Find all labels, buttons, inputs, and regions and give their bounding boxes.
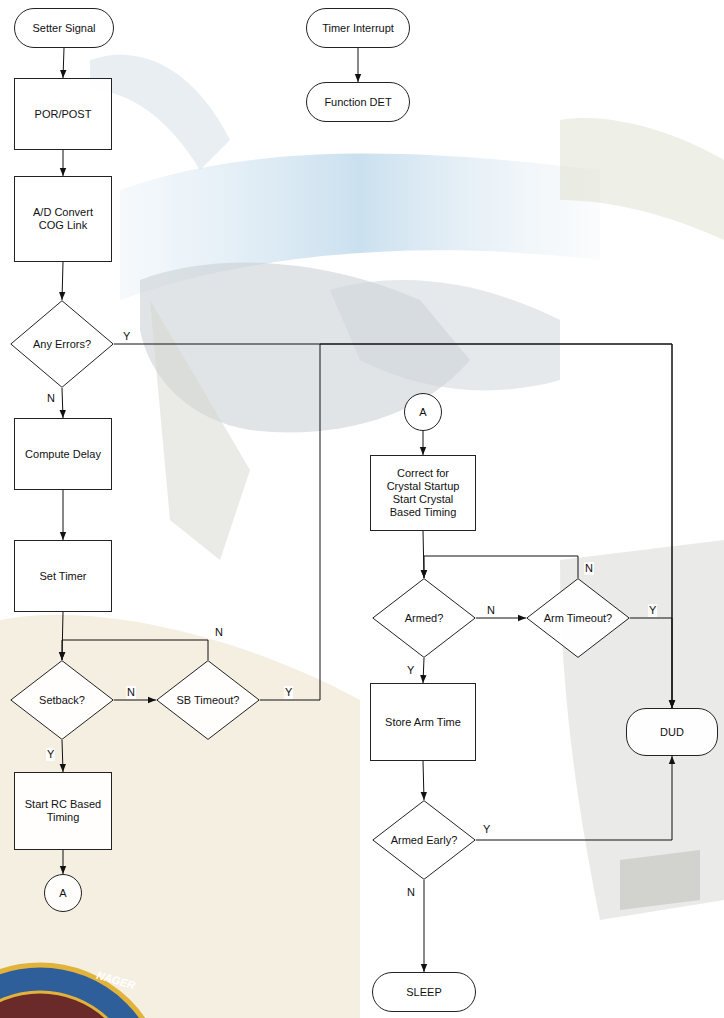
node-text: Armed Early? (391, 834, 458, 847)
node-text: SLEEP (406, 986, 441, 999)
process-box: POR/POST (14, 78, 112, 150)
truck-wheel (620, 850, 700, 910)
process-box: Start RC Based Timing (14, 772, 112, 850)
node-text: Timer Interrupt (322, 22, 394, 35)
flow-arrow (63, 850, 64, 874)
node-text: Set Timer (39, 570, 86, 583)
node-text: Compute Delay (25, 448, 101, 461)
node-text: A (59, 887, 66, 900)
branch-label: N (126, 686, 136, 699)
helicopter-tail (150, 300, 250, 560)
connector-circle: A (44, 874, 82, 912)
process-box: Correct for Crystal Startup Start Crysta… (370, 455, 476, 531)
terminal-oval: SLEEP (372, 972, 476, 1012)
badge-ring (0, 965, 165, 1018)
connector-circle: A (404, 393, 442, 431)
branch-label: N (214, 626, 224, 639)
process-box: A/D Convert COG Link (14, 176, 112, 262)
flow-arrow (476, 756, 672, 840)
ground (0, 615, 360, 1018)
process-box: Set Timer (14, 540, 112, 612)
branch-label: Y (122, 330, 131, 343)
decision-diamond: Arm Timeout? (526, 578, 630, 658)
node-text: POR/POST (35, 108, 92, 121)
terminal-oval: Setter Signal (14, 8, 114, 48)
flow-arrow (62, 262, 63, 300)
node-text: DUD (660, 726, 684, 739)
flow-arrow (424, 556, 578, 578)
branch-label: Y (406, 664, 415, 677)
decision-diamond: Armed? (372, 578, 476, 658)
node-text: Arm Timeout? (544, 612, 612, 625)
helicopter-body (330, 280, 560, 390)
flow-arrow (260, 344, 672, 708)
node-text: Store Arm Time (385, 716, 461, 729)
terminal-oval: DUD (626, 708, 718, 756)
decision-diamond: SB Timeout? (156, 660, 260, 740)
flow-arrow (114, 344, 672, 708)
node-text: A (419, 406, 426, 419)
hillside (560, 118, 724, 240)
node-text: Setter Signal (33, 22, 96, 35)
terminal-oval: Timer Interrupt (306, 8, 410, 48)
decision-diamond: Setback? (10, 660, 114, 740)
branch-label: N (46, 392, 56, 405)
flow-arrow (114, 700, 156, 701)
node-text: SB Timeout? (177, 694, 240, 707)
flow-arrow (62, 640, 208, 660)
badge-center (0, 992, 138, 1018)
flow-arrow (358, 48, 359, 82)
branch-label: Y (482, 823, 491, 836)
branch-label: Y (648, 604, 657, 617)
decision-diamond: Armed Early? (372, 800, 476, 880)
flow-arrow (630, 618, 672, 708)
flow-arrow (63, 48, 64, 78)
branch-label: Y (284, 686, 293, 699)
branch-label: Y (46, 748, 55, 761)
node-text: Armed? (405, 612, 444, 625)
flow-arrow (423, 761, 424, 800)
flow-arrow (476, 618, 526, 619)
flow-arrow (62, 388, 63, 418)
flow-arrow (423, 431, 424, 455)
flow-arrow (63, 490, 64, 540)
node-text: Setback? (39, 694, 85, 707)
branch-label: N (584, 562, 594, 575)
decision-diamond: Any Errors? (10, 300, 114, 388)
flow-arrow (423, 658, 424, 683)
node-text: Any Errors? (33, 338, 91, 351)
node-text: Correct for Crystal Startup Start Crysta… (383, 467, 463, 519)
process-box: Store Arm Time (370, 683, 476, 761)
terminal-oval: Function DET (306, 82, 410, 122)
node-text: A/D Convert COG Link (28, 206, 98, 232)
branch-label: N (486, 604, 496, 617)
node-text: Function DET (324, 96, 391, 109)
badge (0, 965, 165, 1018)
branch-label: N (406, 886, 416, 899)
process-box: Compute Delay (14, 418, 112, 490)
flow-arrow (424, 880, 425, 972)
flow-arrow (63, 150, 64, 176)
flow-arrow (62, 740, 63, 772)
node-text: Start RC Based Timing (23, 798, 103, 824)
